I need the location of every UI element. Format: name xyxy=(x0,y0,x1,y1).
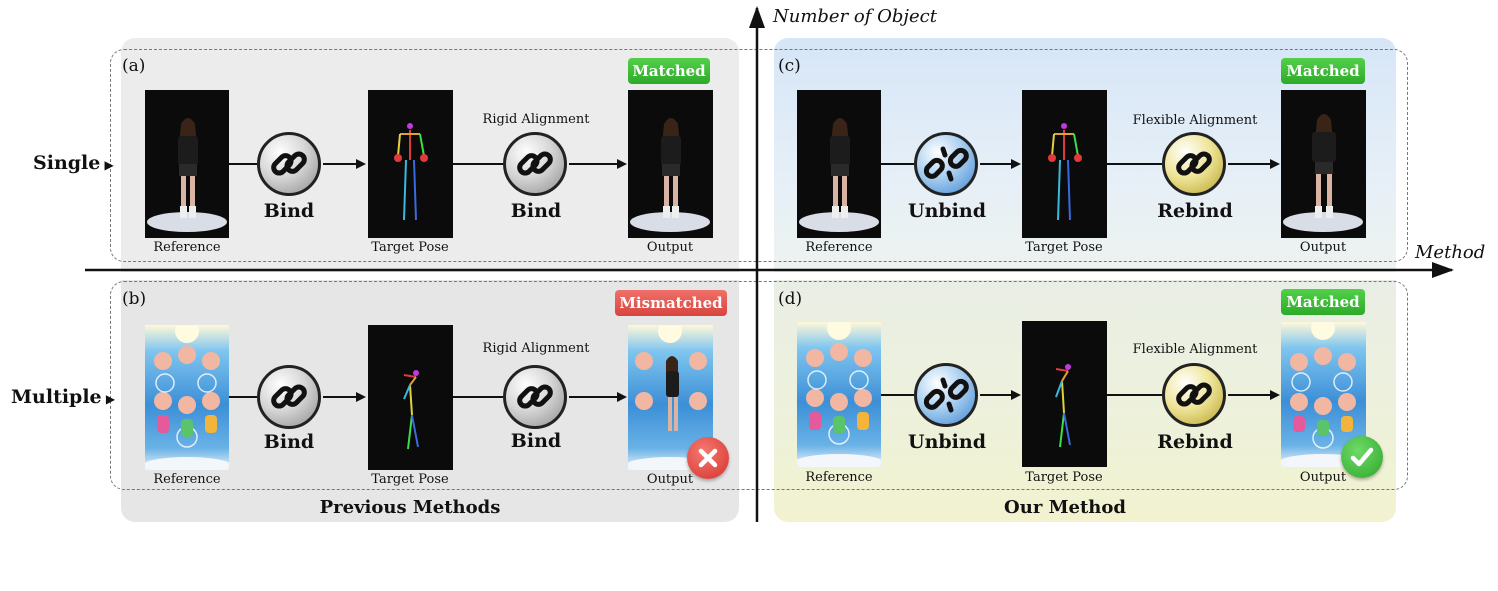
bind-icon xyxy=(503,132,567,196)
target-pose-image-d xyxy=(1022,321,1107,467)
operation-label-b1: Bind xyxy=(263,431,315,453)
operation-label-b2: Bind xyxy=(510,430,562,452)
operation-label-d2: Rebind xyxy=(1157,431,1233,453)
pose-caption-c: Target Pose xyxy=(1025,240,1103,255)
output-image-a xyxy=(628,90,713,238)
output-caption-a: Output xyxy=(646,240,694,255)
output-caption-b: Output xyxy=(646,472,694,487)
operation-label-a2: Bind xyxy=(510,200,562,222)
section-title-ours: Our Method xyxy=(1004,497,1126,518)
reference-caption-c: Reference xyxy=(805,240,873,255)
panel-letter-d: (d) xyxy=(778,289,803,309)
unbind-icon xyxy=(914,132,978,196)
reference-image-a xyxy=(145,90,229,238)
alignment-label-c: Flexible Alignment xyxy=(1132,113,1258,128)
alignment-label-d: Flexible Alignment xyxy=(1132,342,1258,357)
target-pose-image-b xyxy=(368,325,453,470)
target-pose-image-c xyxy=(1022,90,1107,238)
rebind-icon xyxy=(1162,363,1226,427)
pose-caption-a: Target Pose xyxy=(371,240,449,255)
vertical-axis-label: Number of Object xyxy=(773,6,937,27)
x-mark-icon xyxy=(687,437,729,479)
panel-letter-b: (b) xyxy=(122,289,147,309)
alignment-label-b: Rigid Alignment xyxy=(482,341,590,356)
operation-label-a1: Bind xyxy=(263,200,315,222)
panel-letter-c: (c) xyxy=(778,56,801,76)
operation-label-c1: Unbind xyxy=(908,200,986,222)
alignment-label-a: Rigid Alignment xyxy=(482,112,590,127)
check-mark-icon xyxy=(1341,436,1383,478)
bind-icon xyxy=(257,365,321,429)
horizontal-axis-label: Method xyxy=(1415,242,1486,263)
panel-letter-a: (a) xyxy=(122,56,146,76)
bind-icon xyxy=(503,365,567,429)
operation-label-c2: Rebind xyxy=(1157,200,1233,222)
rebind-icon xyxy=(1162,132,1226,196)
row-label-multiple: Multiple ▶ xyxy=(11,386,116,408)
pose-caption-d: Target Pose xyxy=(1025,470,1103,485)
status-badge-a: Matched xyxy=(628,58,710,84)
reference-image-c xyxy=(797,90,881,238)
output-caption-c: Output xyxy=(1299,240,1347,255)
status-badge-c: Matched xyxy=(1281,58,1365,84)
section-title-previous: Previous Methods xyxy=(319,497,501,518)
status-badge-b: Mismatched xyxy=(615,290,727,316)
single-row-outline xyxy=(110,49,1408,262)
reference-caption-a: Reference xyxy=(153,240,221,255)
reference-caption-b: Reference xyxy=(153,472,221,487)
reference-caption-d: Reference xyxy=(805,470,873,485)
pose-caption-b: Target Pose xyxy=(371,472,449,487)
row-label-single: Single ▶ xyxy=(33,152,114,174)
target-pose-image-a xyxy=(368,90,453,238)
bind-icon xyxy=(257,132,321,196)
output-image-c xyxy=(1281,90,1366,238)
operation-label-d1: Unbind xyxy=(908,431,986,453)
reference-image-d xyxy=(797,322,881,467)
status-badge-d: Matched xyxy=(1281,289,1365,315)
unbind-icon xyxy=(914,363,978,427)
output-caption-d: Output xyxy=(1299,470,1347,485)
multiple-row-outline xyxy=(110,281,1408,490)
reference-image-b xyxy=(145,325,229,470)
